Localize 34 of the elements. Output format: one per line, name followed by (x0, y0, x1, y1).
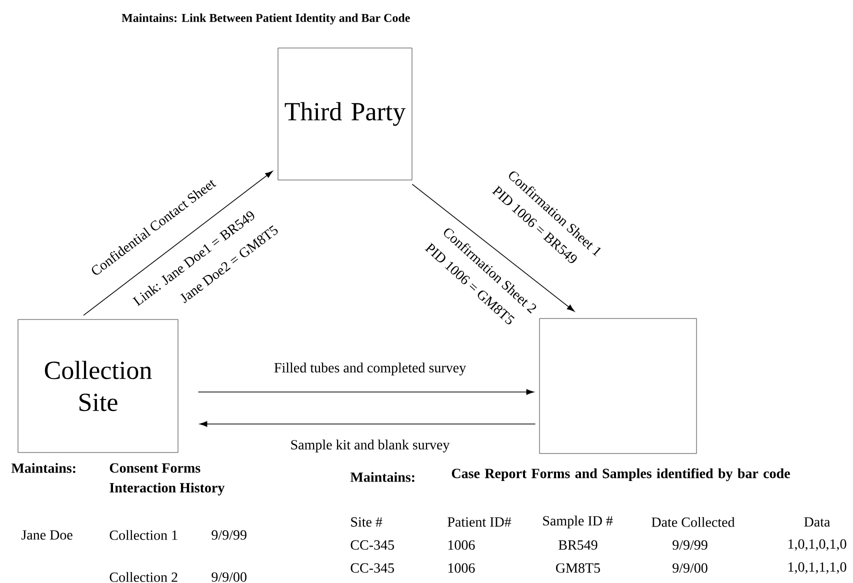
table-cell: 1006 (448, 540, 475, 550)
table-cell: 1,0,1,0,1,0 (788, 539, 846, 551)
table-cell: 9/9/00 (672, 563, 708, 573)
table-cell: Jane Doe (22, 530, 72, 540)
note-text: Consent Forms (110, 463, 200, 473)
arrow (200, 421, 536, 427)
table-cell: 9/9/00 (212, 572, 246, 582)
arrow (83, 170, 273, 316)
arrow (198, 389, 534, 395)
table-cell: Sample ID # (543, 516, 613, 528)
table-cell: 1006 (448, 563, 475, 573)
table-cell: 9/9/99 (672, 540, 708, 550)
table-cell: BR549 (558, 540, 598, 550)
table-cell: 9/9/99 (212, 530, 246, 540)
edge-label: Sample kit and blank survey (291, 440, 450, 452)
process-box: Collection Site (18, 319, 178, 453)
table-cell: GM8T5 (556, 563, 600, 573)
table-cell: Collection 2 (110, 572, 178, 582)
table-cell: Date Collected (652, 517, 735, 527)
process-box: Third Party (278, 48, 412, 180)
arrow (412, 184, 574, 312)
table-cell: 1,0,1,1,1,0 (788, 562, 846, 574)
note-text: Case Report Forms and Samples identified by bar code (452, 468, 790, 482)
table-cell: Data (804, 517, 830, 527)
table-cell: Collection 1 (110, 530, 178, 540)
process-box (539, 318, 697, 454)
edge-label: Filled tubes and completed survey (274, 362, 466, 376)
table-cell: CC-345 (350, 540, 394, 550)
note-text: Maintains: (350, 472, 414, 482)
table-cell: Site # (351, 517, 382, 527)
table-cell: Patient ID# (448, 517, 512, 527)
title: Maintains: Link Between Patient Identity and Bar Code (122, 14, 410, 24)
table-cell: CC-345 (350, 563, 394, 573)
note-text: Interaction History (110, 482, 225, 496)
